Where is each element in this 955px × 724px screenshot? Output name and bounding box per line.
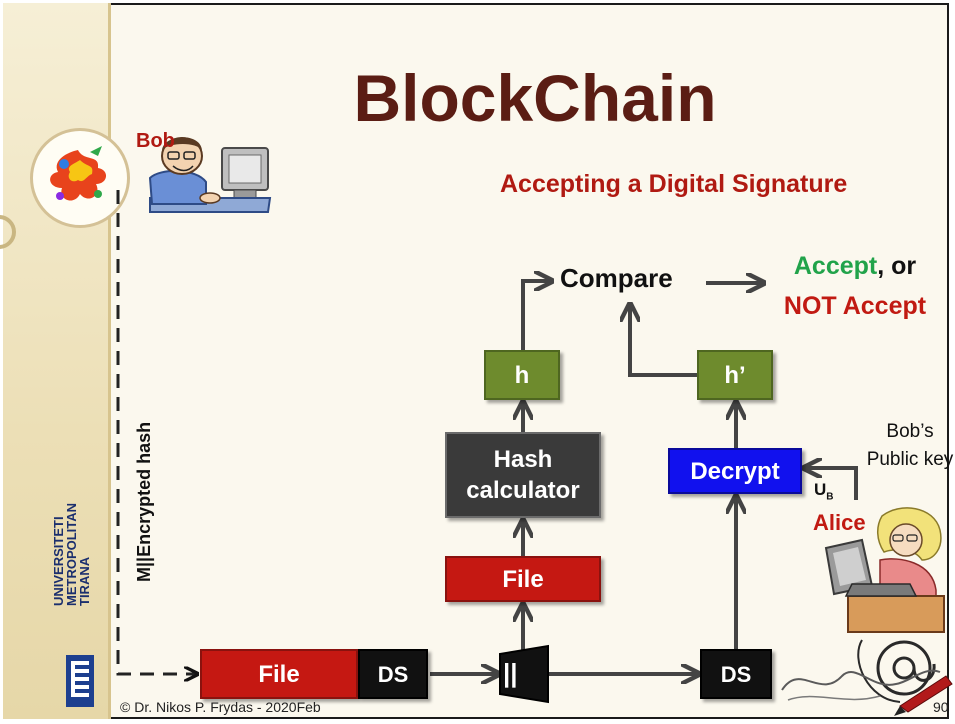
splitter-label: || — [503, 658, 518, 688]
digital-signature-extracted-block: DS — [700, 649, 772, 699]
arrow-h-to-compare — [521, 281, 550, 350]
slide-title: BlockChain — [353, 61, 717, 135]
paint-splash-icon — [50, 146, 107, 201]
or-text: , or — [877, 252, 917, 280]
bob-label: Bob — [136, 130, 175, 152]
hash-calculator-block: Hash calculator — [445, 432, 601, 518]
arrow-key-to-decrypt — [806, 468, 858, 500]
page-number: 90 — [933, 699, 949, 715]
arrow-hprime-to-compare — [630, 306, 697, 377]
hash-h-prime-block: h’ — [697, 350, 773, 400]
alice-label: Alice — [813, 510, 866, 535]
accept-text: Accept — [793, 252, 878, 280]
not-accept-text: NOT Accept — [783, 292, 927, 320]
file-extracted-block: File — [445, 556, 601, 602]
sidebar-divider — [108, 3, 111, 719]
digital-signature-block: DS — [358, 649, 428, 699]
result-label: Accept, or NOT Accept — [760, 246, 950, 326]
dashed-transmission-line — [116, 190, 196, 674]
bobs-public-key-label: Bob’s Public key — [866, 421, 954, 470]
footer-copyright: © Dr. Nikos P. Frydas - 2020Feb — [120, 699, 321, 715]
hash-h-block: h — [484, 350, 560, 400]
university-logo-icon — [66, 655, 94, 707]
slide-subtitle: Accepting a Digital Signature — [500, 170, 848, 198]
file-block: File — [200, 649, 358, 699]
splitter-shape — [499, 644, 549, 704]
sidebar-band — [3, 3, 110, 719]
decrypt-block: Decrypt — [668, 448, 802, 494]
compare-label: Compare — [560, 263, 673, 293]
public-key-symbol: UB — [814, 480, 834, 503]
